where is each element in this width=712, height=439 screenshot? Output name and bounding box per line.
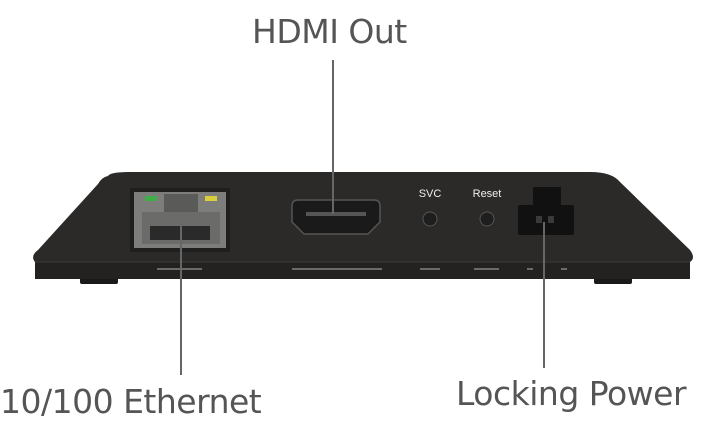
power-port: [518, 187, 574, 235]
led-yellow: [205, 196, 217, 201]
device-base-edge: [35, 262, 690, 279]
hdmi-out-label: HDMI Out: [252, 12, 407, 51]
reset-button: [479, 211, 495, 227]
ethernet-label: 10/100 Ethernet: [0, 382, 262, 421]
led-green: [145, 196, 157, 201]
locking-power-label: Locking Power: [456, 374, 687, 413]
reset-label: Reset: [473, 188, 502, 200]
svc-label: SVC: [419, 188, 442, 200]
svc-button: [422, 211, 438, 227]
hdmi-port: [291, 199, 381, 235]
port-markings: [157, 268, 567, 270]
